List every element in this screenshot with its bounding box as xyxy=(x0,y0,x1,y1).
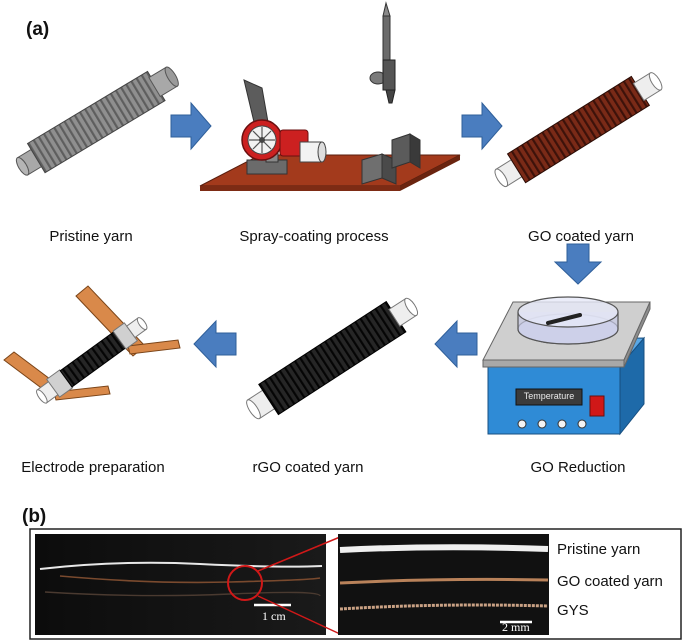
zoom-connector xyxy=(257,595,341,635)
rgo-coated-yarn-icon xyxy=(246,297,419,420)
yarn-photo-overview xyxy=(35,534,326,635)
panel-b-label: (b) xyxy=(22,506,47,527)
pristine-yarn-icon xyxy=(15,66,179,176)
arrow-down-icon xyxy=(553,243,603,285)
panel-a-label: (a) xyxy=(26,19,50,40)
scale-bar-label-right: 2 mm xyxy=(502,620,530,634)
caption-go-coated-yarn: GO coated yarn xyxy=(528,228,634,245)
caption-go-reduction: GO Reduction xyxy=(530,459,626,476)
arrow-left-icon xyxy=(193,319,237,369)
go-coated-yarn-icon xyxy=(494,72,663,188)
legend-gys: GYS xyxy=(557,602,589,619)
scale-bar-label-left: 1 cm xyxy=(262,609,286,623)
caption-pristine-yarn: Pristine yarn xyxy=(49,228,133,245)
legend-pristine-yarn: Pristine yarn xyxy=(557,541,641,558)
caption-spray-coating: Spray-coating process xyxy=(239,228,389,245)
hotplate-display-label: Temperature xyxy=(523,391,575,401)
caption-rgo-coated-yarn: rGO coated yarn xyxy=(252,459,364,476)
spray-coating-setup-icon xyxy=(199,1,461,191)
legend-go-coated-yarn: GO coated yarn xyxy=(557,573,663,590)
arrow-right-icon xyxy=(170,101,212,151)
arrow-right-icon xyxy=(461,101,503,151)
electrode-assembly-icon xyxy=(3,285,181,404)
hot-plate-icon xyxy=(482,296,651,436)
zoom-connector xyxy=(257,536,341,572)
caption-electrode-preparation: Electrode preparation xyxy=(21,459,165,476)
arrow-left-icon xyxy=(434,319,478,369)
yarn-photo-zoomed xyxy=(338,534,549,635)
